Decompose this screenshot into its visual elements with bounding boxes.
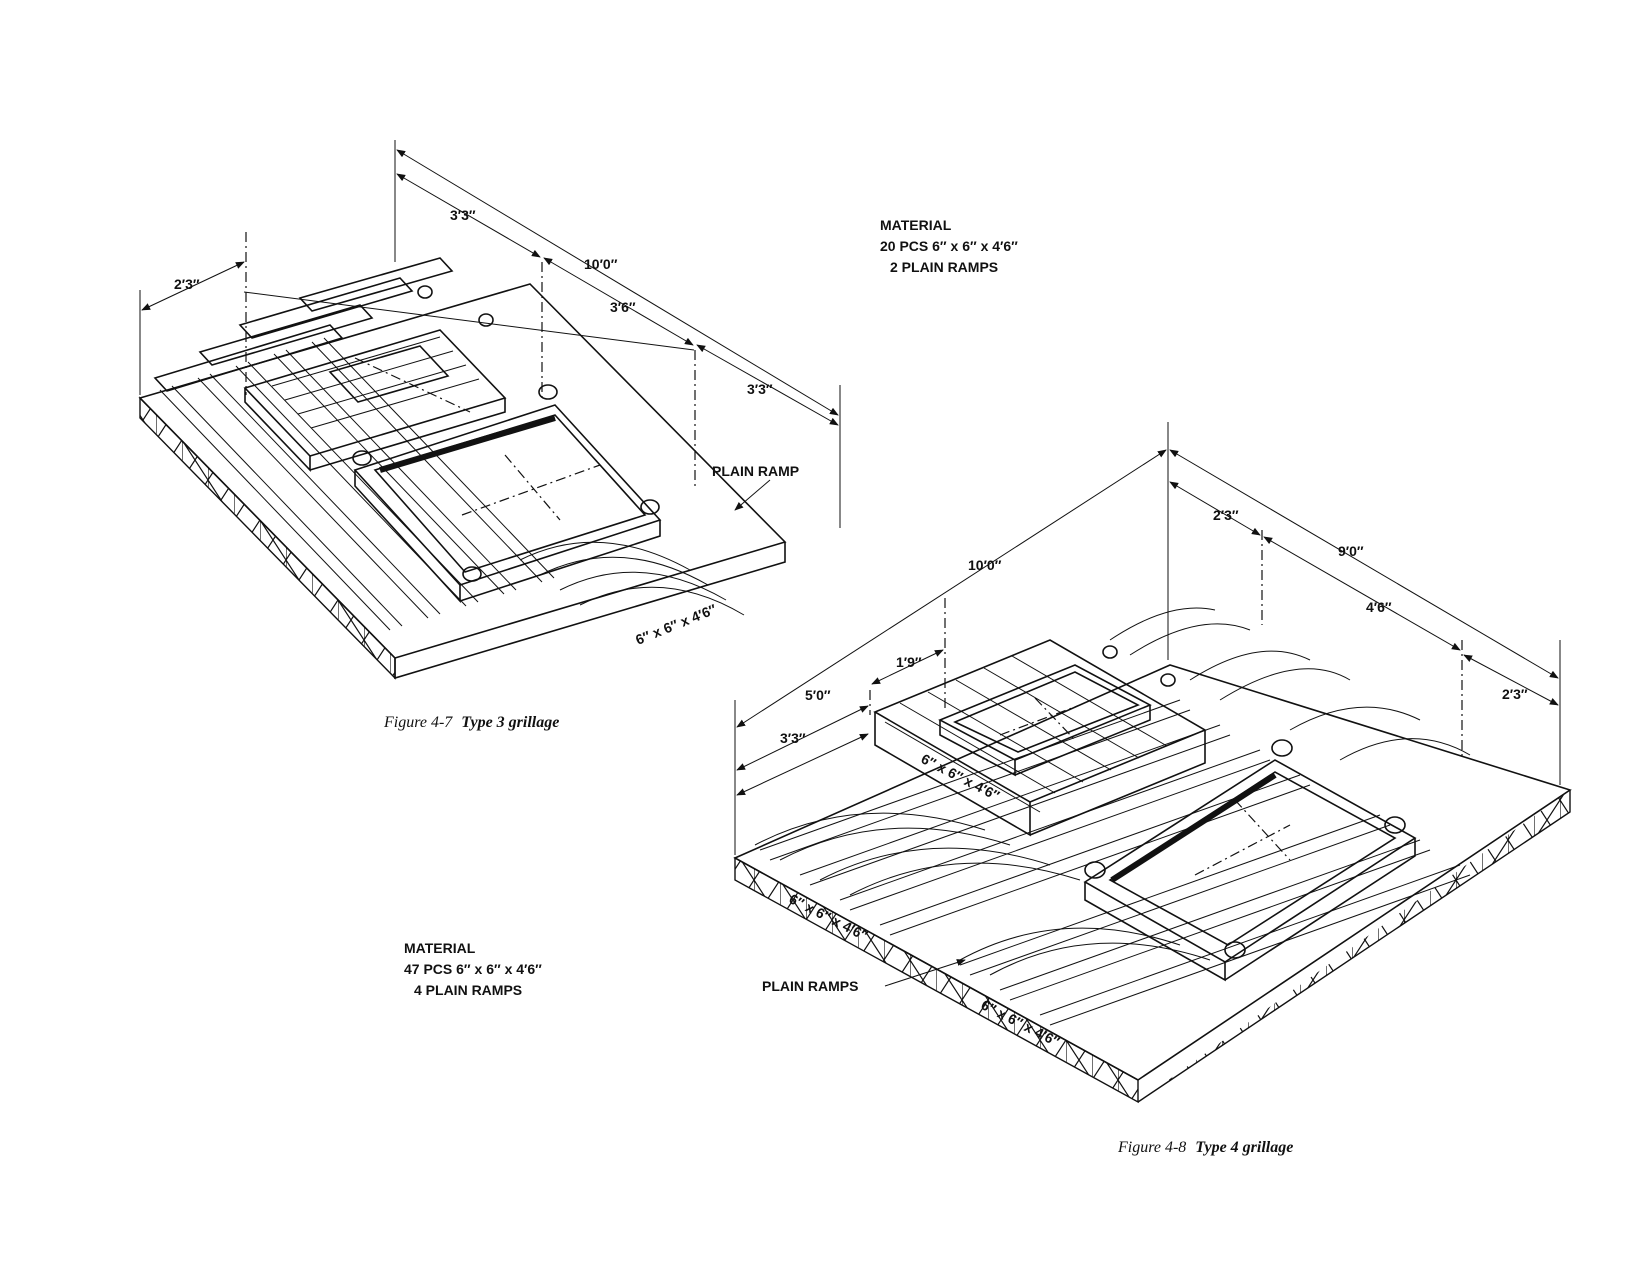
fig7-caption-prefix: Figure 4-7 (383, 714, 453, 731)
fig8-timber-label-left: 6″ x 6″ x 4′6″ (787, 890, 871, 943)
fig7-dim-left-offset: 2′3″ (174, 276, 200, 292)
fig7-dim-right-3-3: 3′3″ (747, 381, 773, 397)
fig8-dim-top-2-3: 2′3″ (1213, 507, 1239, 523)
fig7-material-title: MATERIAL (880, 217, 952, 233)
fig8-timber-label-lower: 6″ x 6″ x 4′6″ (979, 996, 1063, 1049)
fig7-dim-overall: 10′0″ (584, 256, 618, 272)
fig7-caption-title: Type 3 grillage (461, 714, 559, 731)
fig8-dim-four-six: 4′6″ (1366, 599, 1392, 615)
fig8-plain-ramps-label: PLAIN RAMPS (762, 978, 858, 994)
fig8-dim-overall: 10′0″ (968, 557, 1002, 573)
fig7-material-line2: 2 PLAIN RAMPS (890, 259, 998, 275)
fig8-material-line2: 4 PLAIN RAMPS (414, 982, 522, 998)
fig8-caption-title: Type 4 grillage (1195, 1139, 1293, 1156)
fig8-dim-one-nine: 1′9″ (896, 654, 922, 670)
fig7-plain-ramp-label: PLAIN RAMP (712, 463, 799, 479)
fig7-material-line1: 20 PCS 6″ x 6″ x 4′6″ (880, 238, 1018, 254)
fig8-dim-nine: 9′0″ (1338, 543, 1364, 559)
fig8-material-line1: 47 PCS 6″ x 6″ x 4′6″ (404, 961, 542, 977)
figure-4-7-drawing (138, 140, 841, 680)
figure-4-8-drawing (733, 422, 1572, 1104)
fig8-dim-three-three: 3′3″ (780, 730, 806, 746)
fig7-dim-mid: 3′6″ (610, 299, 636, 315)
fig7-caption: Figure 4-7 Type 3 grillage (383, 714, 559, 731)
fig8-dim-right-2-3: 2′3″ (1502, 686, 1528, 702)
fig8-caption: Figure 4-8 Type 4 grillage (1117, 1139, 1293, 1156)
fig8-material-title: MATERIAL (404, 940, 476, 956)
fig8-caption-prefix: Figure 4-8 (1117, 1139, 1186, 1156)
fig7-dim-top-3-3: 3′3″ (450, 207, 476, 223)
fig8-dim-five-zero: 5′0″ (805, 687, 831, 703)
fig7-timber-label: 6″ x 6″ x 4′6″ (633, 601, 719, 648)
